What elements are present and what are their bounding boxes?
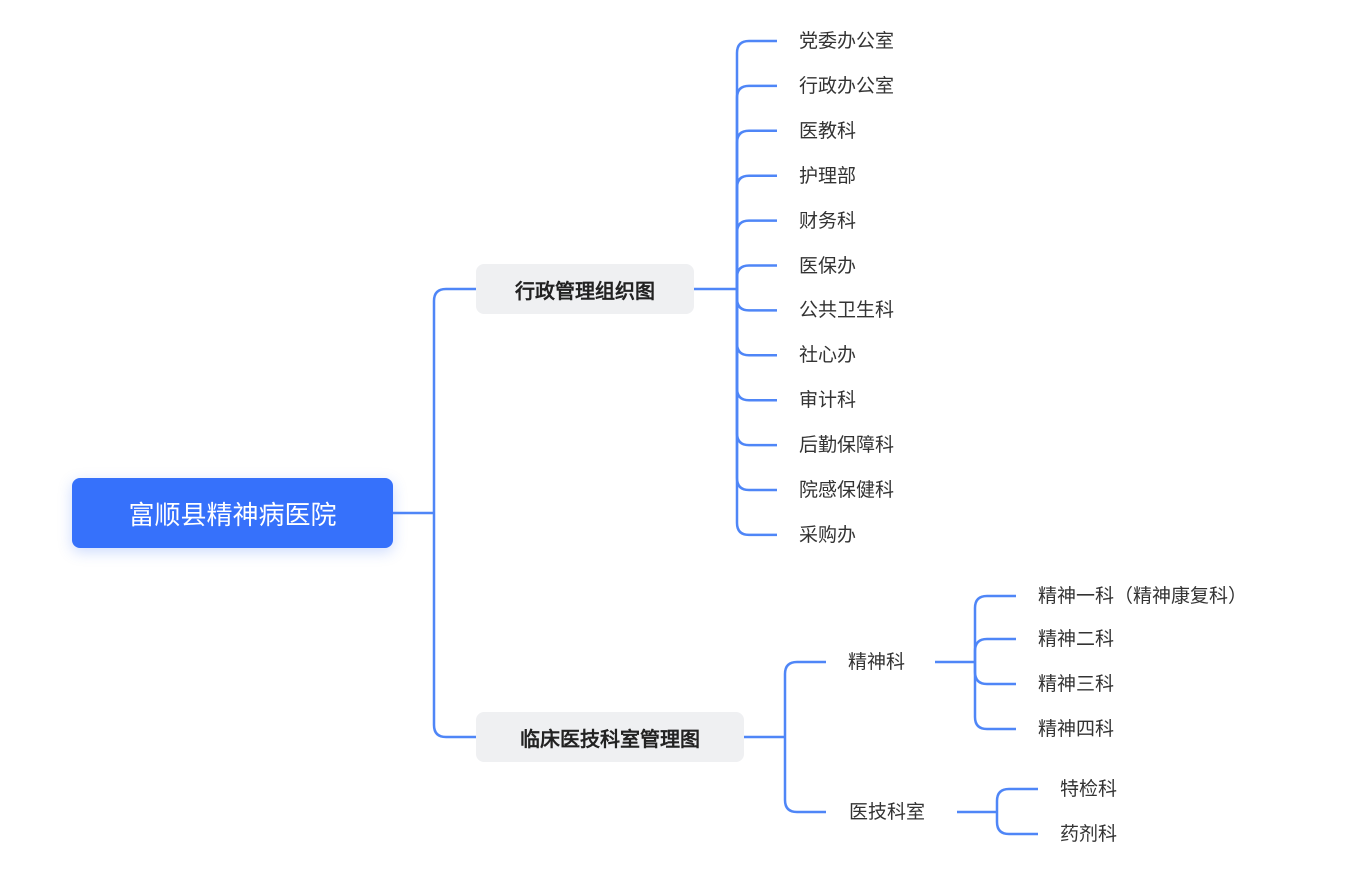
- node-admin-dept[interactable]: 采购办: [799, 523, 857, 546]
- node-special-exam[interactable]: 特检科: [1060, 778, 1118, 800]
- root-node[interactable]: 富顺县精神病医院: [72, 478, 393, 548]
- branch-clinical-label: 临床医技科室管理图: [520, 726, 700, 751]
- node-admin-dept[interactable]: 公共卫生科: [799, 299, 895, 322]
- node-psych-2[interactable]: 精神二科: [1038, 628, 1115, 650]
- node-psych-3[interactable]: 精神三科: [1038, 673, 1115, 695]
- admin-connector: [735, 289, 777, 312]
- psychiatry-connector: [973, 637, 1016, 662]
- admin-connector: [735, 84, 777, 289]
- node-admin-dept[interactable]: 医教科: [799, 119, 857, 142]
- psychiatry-connector: [973, 662, 1016, 686]
- node-pharmacy[interactable]: 药剂科: [1060, 823, 1118, 845]
- node-admin-dept[interactable]: 行政办公室: [799, 74, 895, 97]
- root-label: 富顺县精神病医院: [128, 500, 337, 531]
- psychiatry-connector: [973, 662, 1016, 731]
- admin-connector: [735, 174, 777, 289]
- medtech-connector: [995, 812, 1038, 836]
- node-psych-1[interactable]: 精神一科（精神康复科）: [1038, 585, 1248, 607]
- branch-admin[interactable]: 行政管理组织图: [476, 264, 694, 314]
- node-admin-dept[interactable]: 党委办公室: [799, 30, 895, 52]
- node-admin-dept[interactable]: 后勤保障科: [799, 434, 895, 457]
- admin-connector: [735, 264, 777, 289]
- root-connector: [432, 287, 476, 513]
- node-psychiatry[interactable]: 精神科: [848, 651, 906, 673]
- clinical-connector: [783, 737, 826, 814]
- root-connector: [432, 513, 476, 739]
- node-admin-dept[interactable]: 审计科: [799, 389, 857, 412]
- branch-clinical[interactable]: 临床医技科室管理图: [476, 712, 744, 762]
- node-admin-dept[interactable]: 社心办: [799, 344, 857, 367]
- node-medtech[interactable]: 医技科室: [849, 801, 926, 823]
- admin-connector: [735, 289, 777, 447]
- clinical-connector: [783, 660, 826, 737]
- admin-connector: [735, 289, 777, 357]
- node-admin-dept[interactable]: 护理部: [799, 164, 857, 187]
- admin-connector: [735, 289, 777, 537]
- node-admin-dept[interactable]: 财务科: [799, 209, 857, 232]
- admin-connector: [735, 289, 777, 402]
- admin-connector: [735, 129, 777, 289]
- medtech-connector: [995, 787, 1038, 812]
- admin-connector: [735, 39, 777, 289]
- node-admin-dept[interactable]: 院感保健科: [799, 479, 895, 501]
- branch-admin-label: 行政管理组织图: [515, 278, 655, 303]
- admin-connector: [735, 289, 777, 492]
- psychiatry-connector: [973, 594, 1016, 662]
- node-admin-dept[interactable]: 医保办: [799, 254, 857, 277]
- admin-connector: [735, 219, 777, 289]
- node-psych-4[interactable]: 精神四科: [1038, 718, 1115, 740]
